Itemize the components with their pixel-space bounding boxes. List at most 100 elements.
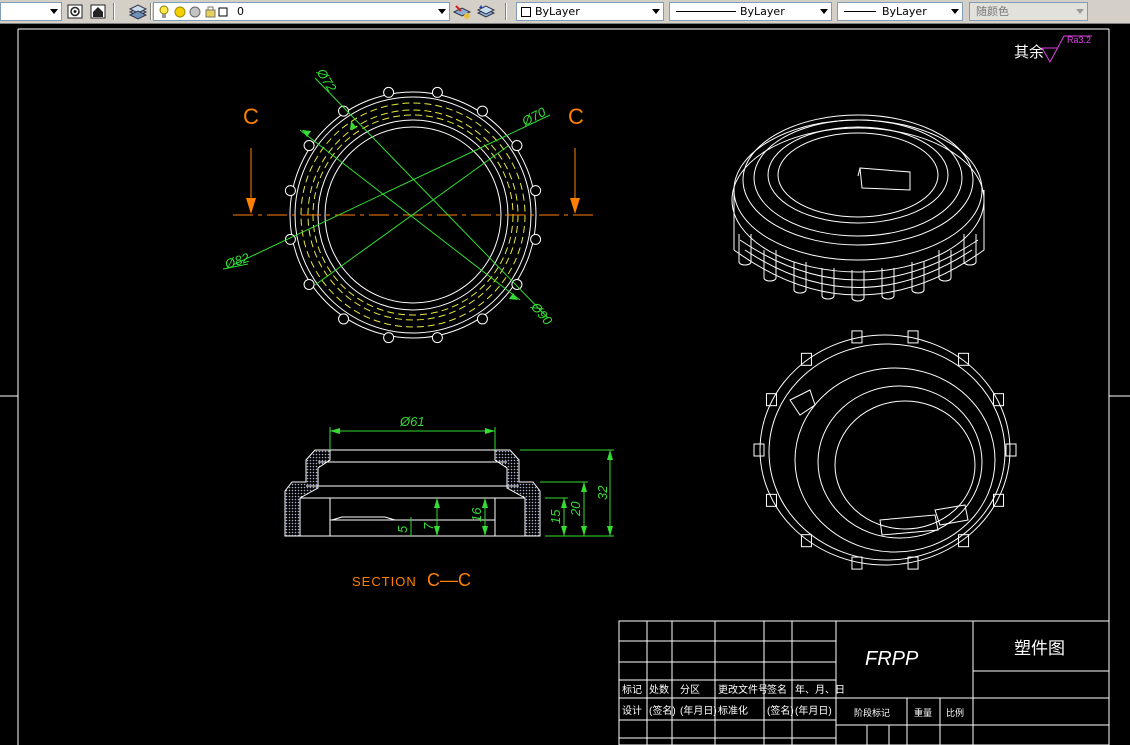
roughness-prefix: 其余 — [1014, 43, 1044, 61]
dim-arrows — [302, 121, 518, 300]
iso-lug — [763, 250, 777, 282]
properties-toolbar: 0 ByLayer ByLayer ByLayer 随颜色 — [0, 0, 1130, 24]
roughness-symbol: 其余 Ra3.2 — [1014, 35, 1092, 64]
lug — [303, 278, 315, 290]
tool-settings-icon[interactable] — [65, 2, 85, 21]
iso-lug — [938, 250, 952, 282]
section-letter-right: C — [568, 104, 584, 129]
chevron-down-icon — [1076, 9, 1084, 14]
lug — [431, 332, 443, 344]
chevron-down-icon — [50, 9, 58, 14]
iso2-lug — [800, 534, 812, 548]
iso2-lug — [800, 352, 812, 366]
layer-name: 0 — [237, 5, 244, 18]
roughness-value: Ra3.2 — [1067, 35, 1091, 45]
chevron-down-icon — [652, 9, 660, 14]
title-block-cell: 更改文件号 — [718, 683, 768, 696]
iso2-lug — [851, 330, 863, 344]
top-view: Ø72 Ø70 Ø82 Ø90 C C — [222, 65, 593, 344]
prev-combo[interactable] — [0, 2, 62, 21]
diameter-leaders — [222, 77, 551, 319]
lug — [383, 86, 395, 98]
linetype-combo-value: ByLayer — [740, 5, 785, 18]
iso-lug — [881, 268, 895, 300]
color-swatch-icon — [218, 7, 228, 17]
title-block-cell: 标记 — [622, 684, 642, 696]
layer-previous-icon[interactable] — [476, 2, 496, 21]
iso2-lug — [753, 443, 765, 457]
dim-15: 15 — [548, 509, 563, 524]
title-block-cell: 年、月、日 — [795, 683, 845, 696]
title-block-row-2: 设计(签名)(年月日)标准化(签名)(年月日) — [622, 704, 832, 717]
title-block-cell: (年月日) — [680, 704, 717, 717]
color-combo[interactable]: ByLayer — [516, 2, 664, 21]
lug — [284, 185, 296, 197]
title-block-cell: (年月日) — [795, 704, 832, 717]
stage-label: 阶段标记 — [854, 707, 890, 718]
dim-d90: Ø90 — [527, 299, 555, 329]
plotstyle-combo-value: 随颜色 — [976, 5, 1009, 18]
lug — [431, 86, 443, 98]
iso-lugs — [738, 234, 977, 302]
sun-icon — [174, 6, 186, 18]
title-block-cell: 签名 — [767, 683, 787, 696]
dim-16: 16 — [469, 507, 484, 522]
layer-combo[interactable]: 0 — [153, 2, 450, 21]
plotstyle-combo[interactable]: 随颜色 — [969, 2, 1088, 21]
ring-lugs — [284, 86, 542, 344]
title-block-row-1: 标记处数分区更改文件号签名年、月、日 — [622, 683, 845, 696]
linetype-preview — [676, 11, 736, 12]
lug — [476, 105, 488, 117]
lug — [511, 278, 523, 290]
layer-manager-icon[interactable] — [128, 2, 148, 21]
lug — [511, 140, 523, 152]
title-block-cell: 设计 — [622, 704, 642, 717]
chevron-down-icon — [438, 9, 446, 14]
color-swatch-icon — [521, 7, 531, 17]
lineweight-combo-value: ByLayer — [882, 5, 927, 18]
iso-lug — [821, 268, 835, 300]
title-block-cell: 标准化 — [718, 704, 748, 717]
drawing-canvas[interactable]: 其余 Ra3.2 — [0, 24, 1130, 745]
chevron-down-icon — [951, 9, 959, 14]
dim-32: 32 — [595, 485, 610, 500]
drawing-border — [0, 28, 1130, 745]
lineweight-preview — [844, 11, 876, 12]
iso2-lugs — [753, 330, 1017, 570]
section-view: Ø61 32 20 15 16 7 5 SECTION C—C — [284, 414, 614, 590]
iso2-lug — [765, 493, 777, 507]
home-icon[interactable] — [88, 2, 108, 21]
iso2-lug — [993, 493, 1005, 507]
iso2-lug — [1005, 443, 1017, 457]
iso2-lug — [907, 330, 919, 344]
title-block-cell: (签名) — [649, 704, 676, 717]
section-dim-arrows — [330, 428, 613, 536]
iso2-lug — [958, 534, 970, 548]
section-letter-left: C — [243, 104, 259, 129]
title-block-cell: 分区 — [680, 684, 700, 696]
section-label: SECTION — [352, 574, 417, 589]
dim-d82: Ø82 — [222, 250, 252, 272]
make-current-layer-icon[interactable] — [452, 2, 472, 21]
lug — [530, 185, 542, 197]
lug — [338, 105, 350, 117]
toolbar-separator — [505, 3, 507, 20]
toolbar-separator — [150, 3, 152, 20]
dim-7: 7 — [421, 522, 436, 530]
lug — [338, 313, 350, 325]
lightbulb-icon — [159, 5, 169, 18]
linetype-combo[interactable]: ByLayer — [669, 2, 832, 21]
section-name: C—C — [427, 570, 471, 590]
iso2-lug — [958, 352, 970, 366]
isometric-view-top — [731, 114, 985, 302]
iso-lug — [851, 270, 865, 302]
lineweight-combo[interactable]: ByLayer — [837, 2, 963, 21]
title-block-cell: (签名) — [767, 704, 794, 717]
lug — [383, 332, 395, 344]
iso-lug — [793, 262, 807, 294]
iso2-lug — [907, 556, 919, 570]
lug — [530, 233, 542, 245]
iso-lug — [911, 262, 925, 294]
part-title: 塑件图 — [1014, 639, 1065, 658]
printer-icon — [205, 6, 216, 18]
